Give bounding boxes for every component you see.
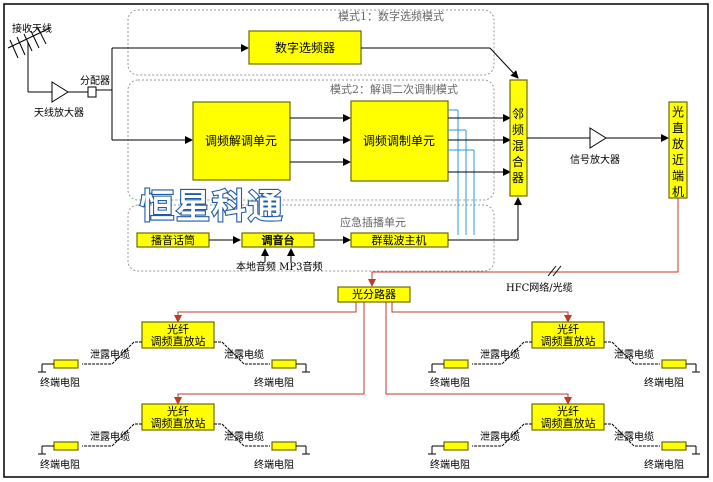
- terminal-resistor-right: [661, 441, 687, 451]
- station-box: [141, 403, 215, 431]
- optical-splitter-box: [337, 286, 411, 303]
- outer-frame: [3, 3, 709, 478]
- terminal-resistor-left-label: 终端电阻: [430, 376, 470, 389]
- terminal-resistor-right: [271, 441, 297, 451]
- station-name-line1: 光纤: [167, 404, 189, 418]
- optical-tx-char: 放: [672, 136, 684, 151]
- combiner-char: 器: [512, 171, 524, 185]
- terminal-resistor-right-label: 终端电阻: [644, 458, 684, 471]
- leaky-cable-right-label: 泄露电缆: [224, 430, 264, 443]
- leaky-cable-left-label: 泄露电缆: [90, 430, 130, 443]
- combiner-char: 混: [512, 139, 524, 153]
- terminal-resistor-right-label: 终端电阻: [254, 458, 294, 471]
- terminal-resistor-right-label: 终端电阻: [644, 376, 684, 389]
- station-name-line2: 调频直放站: [151, 416, 206, 430]
- terminal-resistor-left-label: 终端电阻: [40, 376, 80, 389]
- leaky-cable-left-label: 泄露电缆: [480, 348, 520, 361]
- station-box: [531, 321, 605, 349]
- mixer-label: 调音台: [262, 233, 295, 247]
- splitter-icon: [87, 86, 97, 98]
- station-box: [141, 321, 215, 349]
- signal-amp-label: 信号放大器: [570, 153, 620, 166]
- terminal-resistor-left-label: 终端电阻: [430, 458, 470, 471]
- optical-tx-char: 直: [672, 121, 684, 135]
- optical-tx-char: 机: [672, 185, 684, 199]
- leaky-cable-left-label: 泄露电缆: [480, 430, 520, 443]
- fm-demod-label: 调频解调单元: [205, 134, 277, 148]
- terminal-resistor-right: [271, 359, 297, 369]
- station-name-line2: 调频直放站: [151, 334, 206, 348]
- mode2-title: 模式2：解调二次调制模式: [330, 82, 458, 96]
- optical-splitter-label: 光分路器: [352, 287, 396, 301]
- leaky-cable-right-label: 泄露电缆: [614, 348, 654, 361]
- receive-antenna-label: 接收天线: [12, 22, 52, 35]
- antenna-icon: [7, 27, 51, 92]
- leaky-cable-left-label: 泄露电缆: [90, 348, 130, 361]
- terminal-resistor-left: [443, 441, 469, 451]
- fm-mod-label: 调频调制单元: [363, 134, 435, 148]
- terminal-resistor-left-label: 终端电阻: [40, 458, 80, 471]
- optical-tx-char: 光: [672, 105, 684, 119]
- station-box: [531, 403, 605, 431]
- splitter-label: 分配器: [80, 75, 110, 87]
- emergency-title: 应急插播单元: [340, 215, 406, 229]
- station-name-line2: 调频直放站: [541, 416, 596, 430]
- signal-amp-icon: [589, 127, 607, 149]
- terminal-resistor-left: [53, 359, 79, 369]
- network-label: HFC网络/光缆: [506, 281, 573, 294]
- optical-tx-char: 近: [672, 153, 684, 167]
- mode1-title: 模式1：数字选频模式: [338, 9, 444, 23]
- combiner-char: 频: [512, 123, 524, 137]
- fm-demod-box: [192, 101, 291, 181]
- leaky-cable-right-label: 泄露电缆: [614, 430, 654, 443]
- terminal-resistor-right-label: 终端电阻: [254, 376, 294, 389]
- local-audio-note: 本地音频 MP3音频: [236, 260, 323, 273]
- antenna-amp-label: 天线放大器: [34, 106, 84, 119]
- antenna-amp-icon: [51, 81, 69, 103]
- carrier-host-label: 群载波主机: [372, 233, 427, 247]
- station-name-line1: 光纤: [557, 322, 579, 336]
- mic-label: 播音话筒: [151, 233, 195, 247]
- station-name-line1: 光纤: [167, 322, 189, 336]
- fm-mod-box: [350, 100, 449, 182]
- terminal-resistor-left: [443, 359, 469, 369]
- combiner-char: 邻: [512, 107, 524, 121]
- digital-selector-label: 数字选频器: [275, 40, 335, 55]
- optical-tx-char: 端: [672, 169, 684, 183]
- emergency-region: [127, 204, 495, 272]
- watermark-logo: 恒星科通: [140, 187, 284, 227]
- station-name-line1: 光纤: [557, 404, 579, 418]
- terminal-resistor-left: [53, 441, 79, 451]
- combiner-char: 合: [512, 154, 524, 169]
- terminal-resistor-right: [661, 359, 687, 369]
- mode1-region: [127, 9, 495, 76]
- stations-layer: 光纤调频直放站泄露电缆终端电阻泄露电缆终端电阻光纤调频直放站泄露电缆终端电阻泄露…: [38, 302, 700, 471]
- station-name-line2: 调频直放站: [541, 334, 596, 348]
- leaky-cable-right-label: 泄露电缆: [224, 348, 264, 361]
